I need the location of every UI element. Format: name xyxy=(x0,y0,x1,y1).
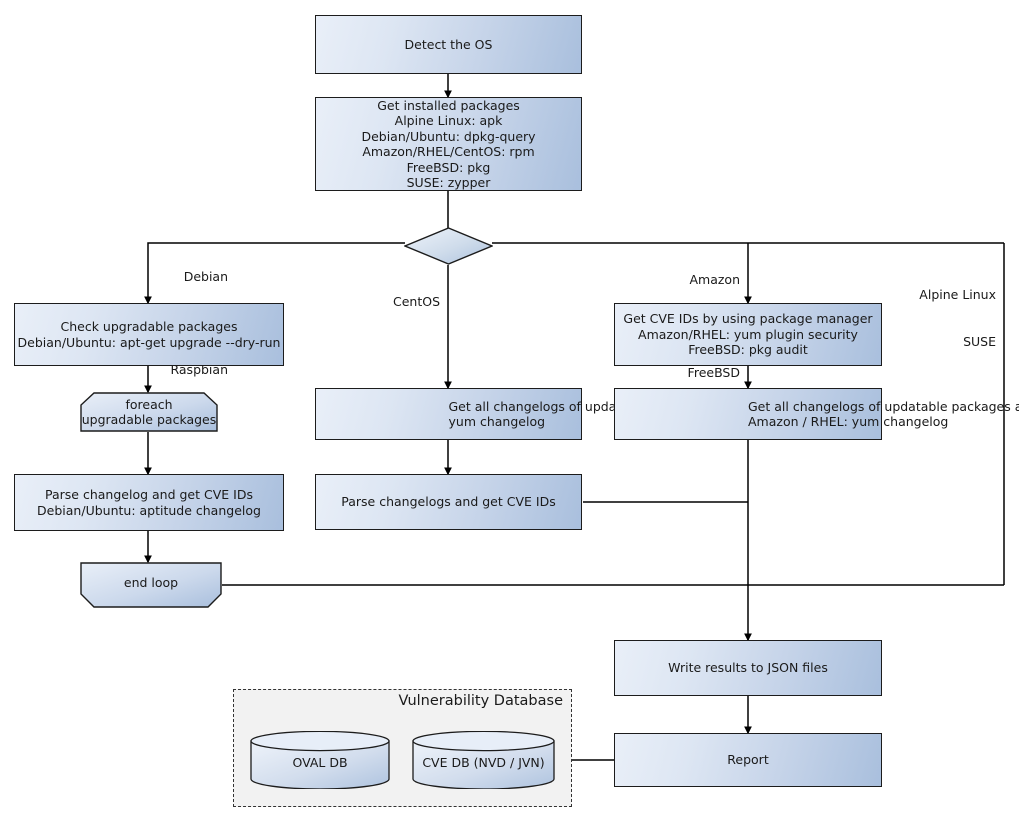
node-detect-the-os-label: Detect the OS xyxy=(404,36,493,52)
edge-label-alpine-branch: Alpine Linux SUSE xyxy=(919,287,996,349)
database-oval-db[interactable]: OVAL DB xyxy=(250,730,390,790)
node-get-all-changelogs-centos[interactable]: Get all changelogs of updatable packages… xyxy=(315,388,762,440)
node-get-all-changelogs-rhel[interactable]: Get all changelogs of updatable packages… xyxy=(614,388,1019,440)
node-end-loop[interactable]: end loop xyxy=(80,562,222,608)
node-get-all-changelogs-centos-label: Get all changelogs of updatable packages… xyxy=(448,398,762,430)
node-write-results-json-label: Write results to JSON files xyxy=(668,660,828,676)
node-detect-the-os[interactable]: Detect the OS xyxy=(315,15,582,74)
node-write-results-json[interactable]: Write results to JSON files xyxy=(614,640,882,696)
node-parse-changelogs-centos[interactable]: Parse changelogs and get CVE IDs xyxy=(315,474,582,530)
edge-label-centos-branch: CentOS xyxy=(392,294,440,309)
node-end-loop-label: end loop xyxy=(123,575,179,591)
database-cve-db[interactable]: CVE DB (NVD / JVN) xyxy=(412,730,555,790)
vulnerability-database-title: Vulnerability Database xyxy=(398,693,563,709)
node-get-all-changelogs-rhel-label: Get all changelogs of updatable packages… xyxy=(748,398,1019,430)
node-os-decision[interactable] xyxy=(403,227,494,265)
node-parse-changelogs-centos-label: Parse changelogs and get CVE IDs xyxy=(341,494,556,510)
node-report[interactable]: Report xyxy=(614,733,882,787)
database-cve-db-label: CVE DB (NVD / JVN) xyxy=(422,755,545,770)
end-loop-shape xyxy=(80,562,222,608)
foreach-shape xyxy=(80,392,218,432)
database-oval-db-label: OVAL DB xyxy=(292,755,348,770)
node-foreach-upgradable-packages[interactable]: foreach upgradable packages xyxy=(80,392,218,432)
node-foreach-label: foreach upgradable packages xyxy=(81,396,217,428)
node-report-label: Report xyxy=(727,752,769,768)
